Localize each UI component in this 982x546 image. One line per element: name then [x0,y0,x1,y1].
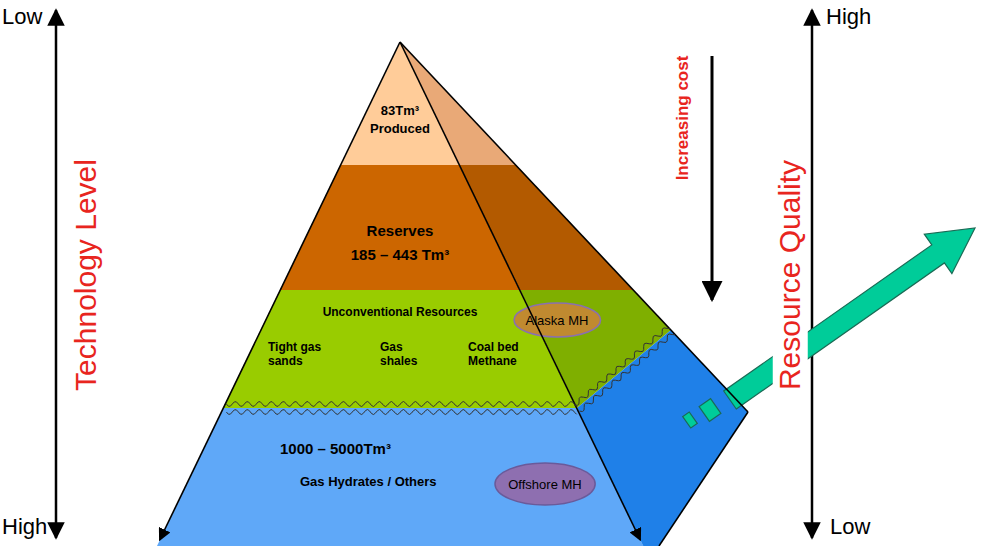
quality-axis-arrow [811,10,814,538]
text-holder: 1000 – 5000Tm³ [280,440,460,458]
ellipse-label: Offshore MH [508,477,581,492]
band-shape [341,42,460,165]
label-holder: High [2,514,47,539]
wavy-boundary [580,334,675,412]
band-label: Tight gas sands [268,340,340,369]
axis-title: Resource Quality [773,157,808,393]
pyramid-band: 1000 – 5000Tm³ Gas Hydrates / Others Offsh… [157,408,643,546]
text-holder: 185 – 443 Tm³ [320,246,480,264]
text-holder: Unconventional Resources [300,305,500,319]
pyramid-band: Unconventional ResourcesTight gas sands G… [223,290,576,408]
text-holder: Tight gas sands [268,340,340,369]
small-block [699,399,721,422]
band-label: Gas shales [380,340,426,369]
axis-title: Technology Level [69,159,104,391]
axis-title: Increasing cost [673,56,693,181]
band-label: Unconventional Resources [300,305,500,319]
pyramid-edge [400,42,748,412]
hydrate-ellipse: Alaska MH [513,302,602,338]
text-holder: Produced [350,121,450,137]
cost-arrow [711,56,714,300]
pyramid-band: Reserves 185 – 443 Tm³ [280,165,519,290]
pyramid-edge [160,42,400,540]
text-holder: Gas shales [380,340,426,369]
axis-end-label: Low [830,514,870,539]
pyramid-edge [400,42,640,540]
extraction-arrow [724,228,975,409]
band-label: Gas Hydrates / Others [300,474,490,490]
small-block [683,412,698,428]
band-label: 83Tm³ [350,103,450,119]
pyramid-band: 83Tm³ Produced [341,42,460,165]
axis-end-label: High [2,514,47,539]
band-label: 185 – 443 Tm³ [320,246,480,264]
text-holder: Reserves [330,222,470,240]
ellipse-label: Alaska MH [526,313,589,328]
ellipse-shape [514,303,601,337]
label-holder: High [826,4,871,29]
pyramid-edge [659,412,748,546]
text-holder: Coal bed Methane [468,340,530,369]
ellipse-shape [495,463,595,505]
band-label: 1000 – 5000Tm³ [280,440,460,458]
wavy-boundary [226,402,576,407]
band-shape [280,165,519,290]
band-label: Coal bed Methane [468,340,530,369]
band-shape [157,408,643,546]
text-holder: Gas Hydrates / Others [300,474,490,490]
text-holder: Alaska MH [513,302,602,338]
wavy-boundary [226,410,576,415]
technology-axis-arrow [55,10,58,538]
text-holder: Offshore MH [494,462,596,506]
label-holder: Low [830,514,870,539]
label-holder: Low [2,4,42,29]
axis-end-label: High [826,4,871,29]
hydrate-ellipse: Offshore MH [494,462,596,506]
band-label: Reserves [330,222,470,240]
band-label: Produced [350,121,450,137]
wavy-boundary [574,328,670,405]
band-shape [223,290,576,408]
axis-end-label: Low [2,4,42,29]
text-holder: 83Tm³ [350,103,450,119]
